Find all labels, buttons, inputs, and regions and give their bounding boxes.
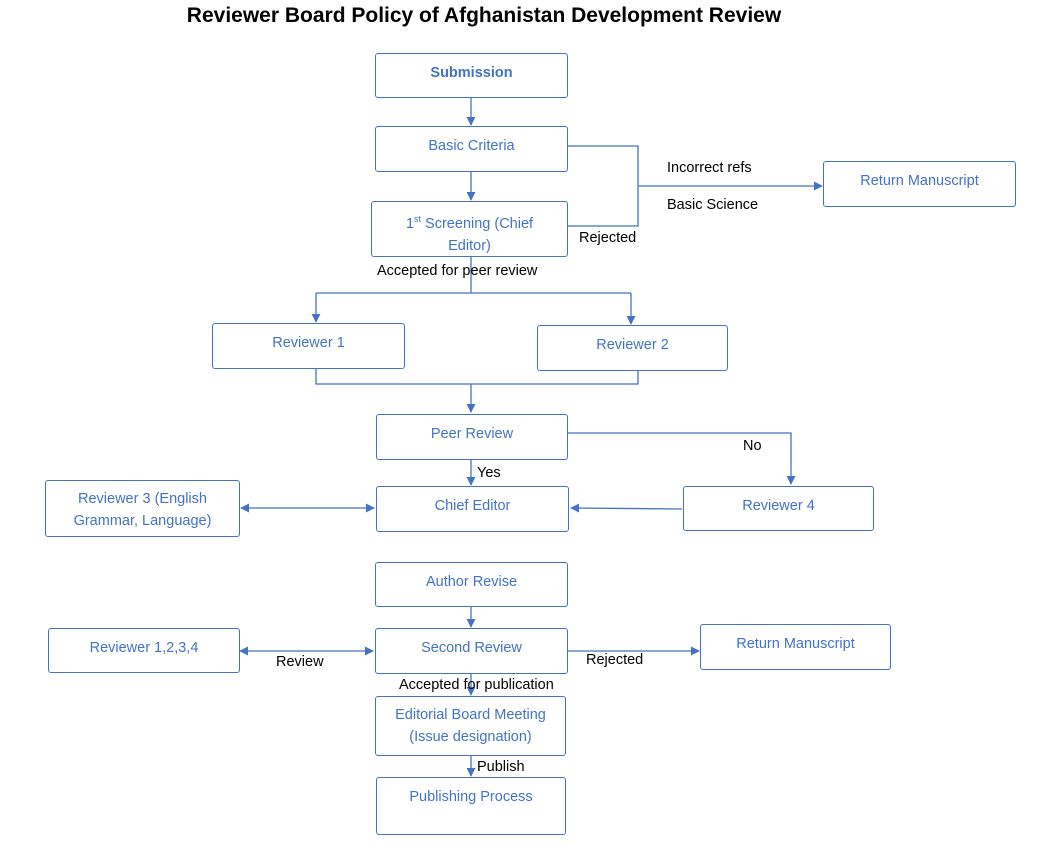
node-label: Screening (Chief bbox=[421, 215, 534, 232]
node-label: Reviewer 1,2,3,4 bbox=[89, 640, 199, 656]
edge-label-review: Review bbox=[276, 654, 324, 670]
node-label: Return Manuscript bbox=[860, 173, 979, 189]
node-chief-editor: Chief Editor bbox=[376, 486, 569, 532]
node-label: Chief Editor bbox=[434, 498, 511, 514]
node-label: Reviewer 3 (English bbox=[78, 491, 207, 507]
edge-label-rejected-2: Rejected bbox=[586, 652, 644, 668]
node-label: Grammar, Language) bbox=[73, 513, 212, 529]
edge-label-no: No bbox=[743, 438, 762, 454]
page-title: Reviewer Board Policy of Afghanistan Dev… bbox=[186, 4, 782, 27]
node-submission: Submission bbox=[375, 53, 568, 98]
node-label: Author Revise bbox=[425, 574, 518, 590]
node-label: Return Manuscript bbox=[736, 636, 855, 652]
edge-label-yes: Yes bbox=[477, 465, 501, 481]
edge-no bbox=[568, 432, 796, 485]
edge-label-accepted-peer: Accepted for peer review bbox=[377, 263, 538, 279]
node-author-revise: Author Revise bbox=[375, 562, 568, 607]
node-reviewer-2: Reviewer 2 bbox=[537, 325, 728, 371]
node-reviewer-3: Reviewer 3 (English Grammar, Language) bbox=[45, 480, 240, 537]
node-publishing-process: Publishing Process bbox=[376, 777, 566, 835]
edge-label-rejected-1: Rejected bbox=[579, 230, 637, 246]
node-reviewer-1: Reviewer 1 bbox=[212, 323, 405, 369]
edge-label-basic-science: Basic Science bbox=[667, 197, 759, 213]
node-label: Editorial Board Meeting bbox=[395, 707, 546, 723]
node-label: Second Review bbox=[421, 640, 522, 656]
edge-label-incorrect-refs: Incorrect refs bbox=[667, 160, 752, 176]
node-label: Basic Criteria bbox=[428, 138, 515, 154]
node-label: 1 bbox=[405, 215, 415, 232]
node-reviewer-1234: Reviewer 1,2,3,4 bbox=[48, 628, 240, 673]
edge-label-accepted-pub: Accepted for publication bbox=[399, 677, 554, 693]
node-second-review: Second Review bbox=[375, 628, 568, 674]
node-label: Reviewer 4 bbox=[742, 498, 815, 514]
node-return-manuscript-1: Return Manuscript bbox=[823, 161, 1016, 207]
edge-rev4-chief bbox=[570, 503, 683, 513]
node-label: Reviewer 2 bbox=[596, 337, 669, 353]
node-label: Submission bbox=[430, 65, 513, 81]
edge-merge bbox=[315, 369, 639, 385]
node-first-screening: 1st Screening (Chief Editor) bbox=[371, 201, 568, 257]
node-return-manuscript-2: Return Manuscript bbox=[700, 624, 891, 670]
node-label: (Issue designation) bbox=[409, 729, 532, 745]
node-editorial-board: Editorial Board Meeting (Issue designati… bbox=[375, 696, 566, 756]
node-label: Peer Review bbox=[430, 426, 514, 442]
node-label: Reviewer 1 bbox=[272, 335, 345, 351]
node-reviewer-4: Reviewer 4 bbox=[683, 486, 874, 531]
node-label: Publishing Process bbox=[409, 789, 533, 805]
edge-rejected-bracket bbox=[568, 145, 639, 227]
node-peer-review: Peer Review bbox=[376, 414, 568, 460]
edge-label-publish: Publish bbox=[477, 759, 525, 775]
node-basic-criteria: Basic Criteria bbox=[375, 126, 568, 172]
node-label-sup: st bbox=[414, 214, 422, 224]
node-label: Editor) bbox=[448, 237, 491, 254]
